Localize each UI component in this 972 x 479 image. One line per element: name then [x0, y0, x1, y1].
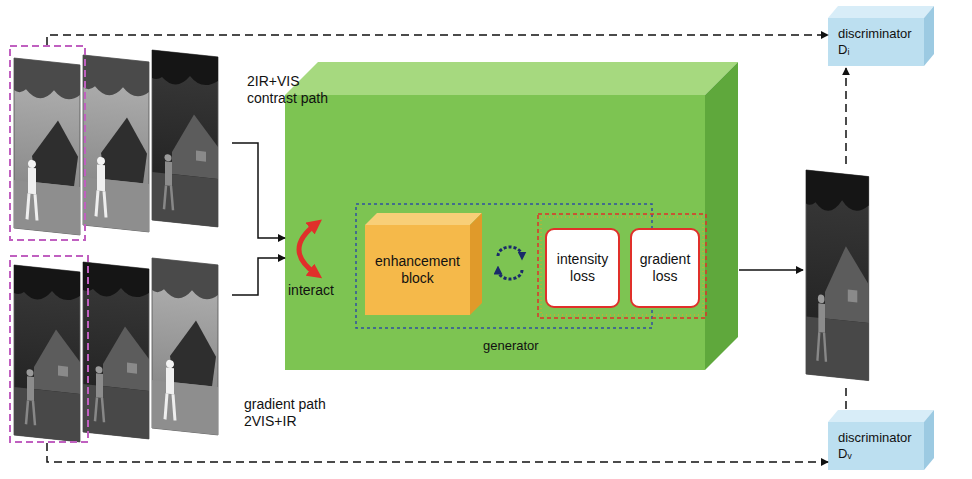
flow-arrow: [232, 143, 285, 238]
flow-arrow: [47, 443, 828, 462]
interact-arrow: [299, 224, 316, 274]
block-top-face: [365, 213, 482, 225]
node-label: gradient loss: [640, 251, 691, 285]
cycle-icon: [498, 270, 522, 279]
image-stack: 2IR+VIS contrast path: [10, 45, 232, 240]
node-label: gradient path 2VIS+IR: [244, 396, 344, 430]
selection-frame: [10, 256, 88, 442]
visible-image: [14, 265, 80, 442]
discriminator-side-face: [924, 410, 934, 470]
generator-side-face: [705, 62, 738, 370]
output-arrow: [739, 269, 803, 271]
image-stack: gradient path 2VIS+IR: [10, 258, 232, 443]
generator-box: enhancement block intensity loss gradient …: [285, 95, 705, 370]
discriminator-box: discriminator Dᵢ: [828, 18, 934, 66]
loss-box: gradient loss: [630, 228, 700, 308]
node-label: intensity loss: [557, 251, 608, 285]
node-label: generator: [483, 338, 573, 354]
discriminator-top-face: [828, 410, 934, 422]
annotation-label: interact: [288, 282, 334, 299]
node-label: 2IR+VIS contrast path: [247, 73, 347, 107]
discriminator-box: discriminator Dᵥ: [828, 422, 934, 470]
flow-arrow: [232, 258, 285, 295]
block-side-face: [470, 213, 482, 315]
group-frame: [538, 214, 706, 318]
discriminator-side-face: [924, 6, 934, 66]
node-label: discriminator Dᵥ: [838, 430, 912, 461]
enhancement-block: enhancement block: [365, 225, 470, 315]
visible-image: [152, 50, 218, 227]
node-label: enhancement block: [375, 253, 460, 287]
node-label: discriminator Dᵢ: [838, 26, 912, 57]
cycle-icon: [498, 247, 522, 256]
infrared-image: [152, 258, 218, 435]
infrared-image: [83, 55, 149, 232]
fused-image: [806, 170, 869, 381]
group-frame: [356, 204, 652, 328]
visible-image: [83, 262, 149, 439]
discriminator-front-face: [828, 422, 924, 470]
output-arrow: [845, 68, 847, 164]
flow-arrow: [47, 35, 828, 45]
infrared-image: [14, 58, 80, 235]
selection-frame: [10, 46, 85, 240]
generator-front-face: [285, 95, 705, 370]
group-frame: [541, 217, 703, 315]
discriminator-top-face: [828, 6, 934, 18]
block-front-face: [365, 225, 470, 315]
discriminator-front-face: [828, 18, 924, 66]
generator-top-face: [285, 62, 738, 95]
loss-box: intensity loss: [545, 228, 620, 308]
